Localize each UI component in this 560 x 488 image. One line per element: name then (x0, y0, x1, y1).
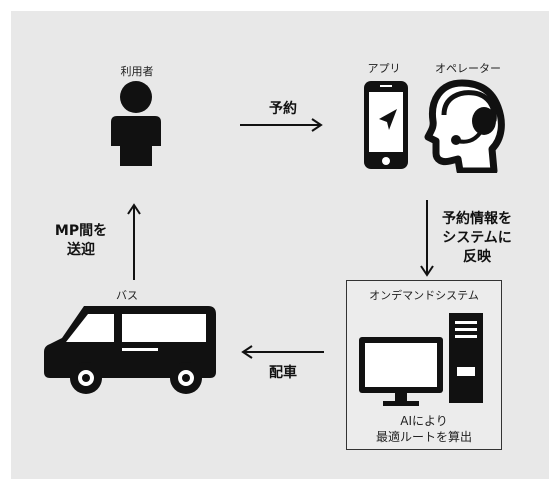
reflect-line-2: システムに (442, 230, 512, 246)
reflect-label: 予約情報を システムに 反映 (430, 210, 524, 267)
ai-line-2: 最適ルートを算出 (375, 430, 472, 444)
system-title: オンデマンドシステム (369, 289, 479, 302)
dispatch-label: 配車 (269, 365, 297, 381)
computer-system-icon (359, 307, 489, 407)
operator-label: オペレーター (435, 62, 501, 75)
arrow-left-icon (240, 345, 324, 359)
arrow-down-icon (420, 200, 434, 278)
bus-label: バス (116, 289, 138, 302)
arrow-up-icon (127, 202, 141, 280)
person-icon (103, 80, 169, 166)
operator-headset-icon (424, 77, 506, 173)
user-label: 利用者 (120, 65, 154, 78)
ai-line-1: AIにより (400, 414, 448, 428)
reflect-line-1: 予約情報を (442, 211, 512, 227)
pickup-line-2: 送迎 (67, 242, 95, 258)
reflect-line-3: 反映 (463, 249, 491, 265)
reserve-label: 予約 (269, 101, 297, 117)
pickup-line-1: MP間を (54, 223, 108, 239)
app-label: アプリ (367, 62, 401, 75)
arrow-right-icon (240, 118, 324, 132)
on-demand-system-box: オンデマンドシステム AIにより 最適ルートを算出 (346, 280, 502, 450)
pickup-label: MP間を 送迎 (44, 222, 118, 260)
bus-icon (40, 302, 222, 394)
smartphone-navigation-icon (362, 79, 410, 171)
